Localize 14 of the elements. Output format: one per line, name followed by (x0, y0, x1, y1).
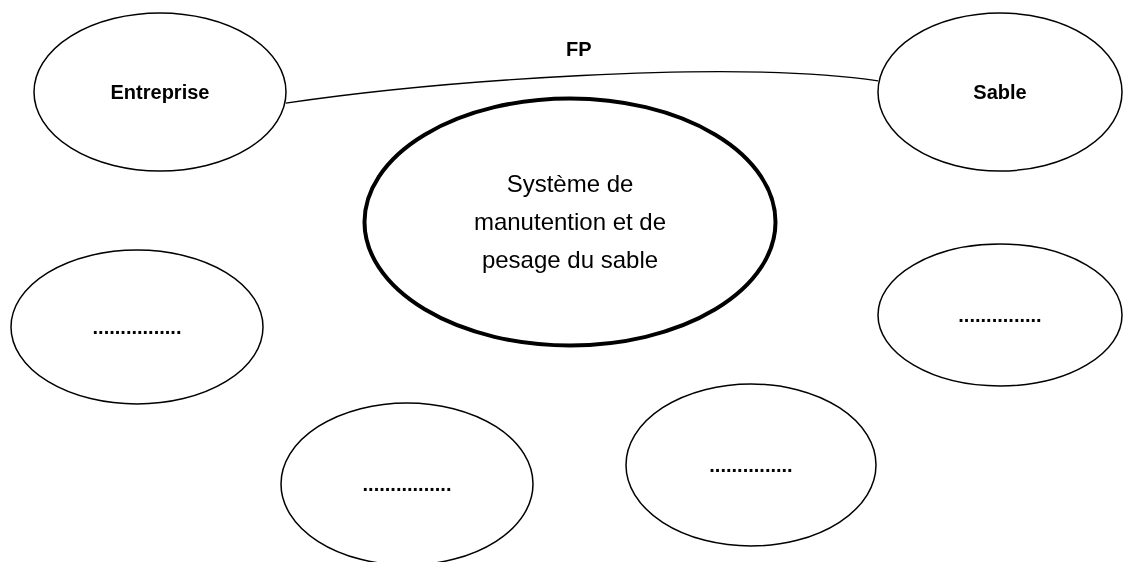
ellipse-node (33, 12, 287, 172)
ellipse-node (362, 96, 778, 348)
ellipse-node (877, 243, 1123, 387)
ellipse-node (877, 12, 1123, 172)
ellipse-node (625, 383, 877, 547)
node-label: ................ (362, 472, 452, 497)
node-label: ............... (958, 303, 1042, 328)
ellipse-node (10, 249, 264, 405)
connector-line (285, 71, 879, 104)
node-label: Entreprise (110, 80, 210, 105)
node-label: Sable (973, 80, 1027, 105)
node-label: Système de manutention et de pesage du sable (472, 169, 668, 275)
node-label: ................ (92, 315, 182, 340)
node-label: ............... (709, 453, 793, 478)
